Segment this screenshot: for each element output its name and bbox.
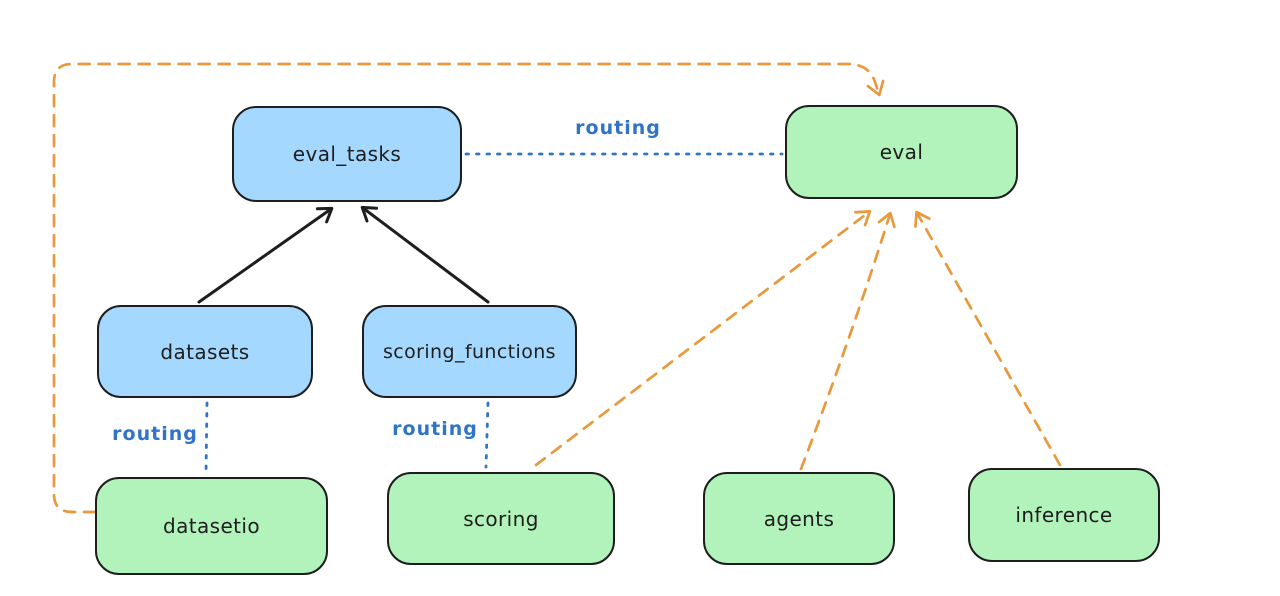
node-scoring: scoring bbox=[387, 472, 615, 565]
node-datasets: datasets bbox=[97, 305, 313, 398]
edge-agents-to-eval bbox=[799, 211, 896, 471]
edge-datasets-to-eval-tasks bbox=[197, 206, 334, 304]
node-eval-label: eval bbox=[879, 140, 924, 164]
node-eval-tasks-label: eval_tasks bbox=[292, 142, 402, 166]
edge-datasetio-to-eval bbox=[52, 62, 885, 514]
node-datasets-label: datasets bbox=[160, 339, 250, 364]
node-scoring-label: scoring bbox=[463, 506, 539, 531]
node-datasetio-label: datasetio bbox=[162, 514, 260, 538]
node-inference: inference bbox=[968, 468, 1160, 562]
node-agents: agents bbox=[703, 472, 895, 565]
node-eval-tasks: eval_tasks bbox=[232, 106, 462, 202]
edge-scoring-functions-to-scoring bbox=[484, 401, 490, 469]
node-scoring-functions-label: scoring_functions bbox=[383, 340, 556, 363]
node-inference-label: inference bbox=[1015, 503, 1113, 527]
node-datasetio: datasetio bbox=[95, 477, 328, 575]
node-eval: eval bbox=[785, 105, 1018, 199]
routing-label-scoring-functions-scoring: routing bbox=[392, 418, 478, 440]
routing-label-datasets-datasetio: routing bbox=[112, 423, 198, 445]
edge-scoring-functions-to-eval-tasks bbox=[360, 205, 490, 304]
node-agents-label: agents bbox=[763, 506, 835, 531]
edge-inference-to-eval bbox=[914, 210, 1062, 467]
edge-scoring-to-eval bbox=[534, 210, 872, 467]
edge-datasets-to-datasetio bbox=[204, 401, 209, 475]
node-scoring-functions: scoring_functions bbox=[362, 305, 577, 398]
routing-label-eval-tasks-eval: routing bbox=[575, 117, 661, 139]
